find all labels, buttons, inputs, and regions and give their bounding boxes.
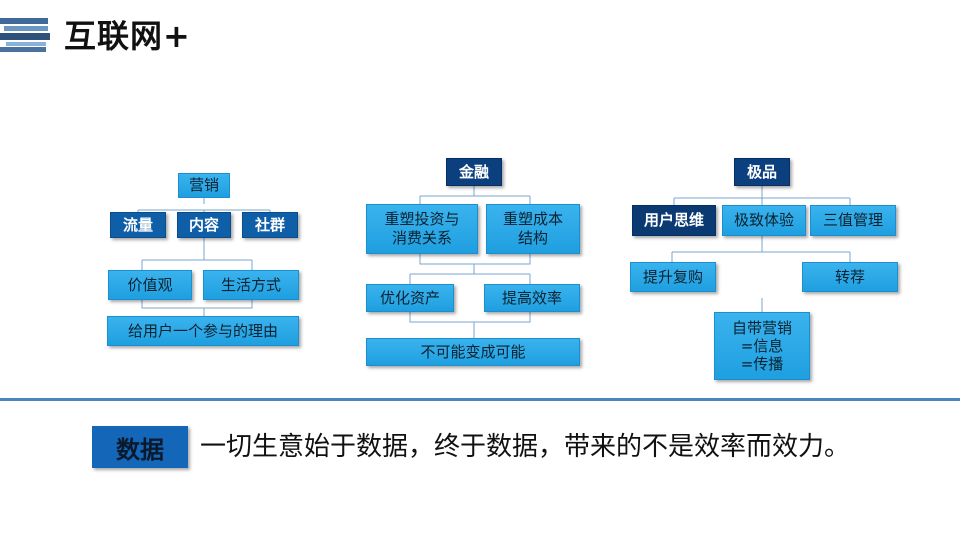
tree-connectors [137, 186, 851, 338]
section-divider [0, 398, 960, 401]
premium-node-user-thinking: 用户思维 [632, 205, 716, 236]
finance-node-investment: 重塑投资与 消费关系 [366, 204, 478, 254]
marketing-node-values: 价值观 [108, 270, 192, 300]
finance-root-node: 金融 [446, 158, 502, 186]
premium-node-repurchase: 提升复购 [630, 262, 716, 292]
finance-node-impossible: 不可能变成可能 [366, 338, 580, 366]
brush-stroke-logo [0, 18, 50, 52]
premium-node-self-marketing: 自带营销 =信息 =传播 [714, 312, 810, 380]
premium-node-three-values: 三值管理 [810, 205, 896, 236]
data-statement: 一切生意始于数据，终于数据，带来的不是效率而效力。 [200, 432, 851, 462]
marketing-node-participation: 给用户一个参与的理由 [107, 316, 299, 346]
premium-root-node: 极品 [734, 158, 790, 186]
premium-node-experience: 极致体验 [722, 205, 806, 236]
marketing-node-content: 内容 [177, 212, 231, 238]
marketing-root-node: 营销 [178, 173, 230, 198]
finance-node-efficiency: 提高效率 [484, 284, 580, 312]
marketing-node-lifestyle: 生活方式 [203, 270, 299, 300]
marketing-node-traffic: 流量 [110, 212, 166, 238]
finance-node-assets: 优化资产 [366, 284, 454, 312]
page-title: 互联网+ [64, 17, 191, 55]
data-label-badge: 数据 [92, 426, 188, 468]
marketing-node-community: 社群 [242, 212, 298, 238]
finance-node-cost: 重塑成本 结构 [486, 204, 580, 254]
premium-node-referral: 转荐 [802, 262, 898, 292]
